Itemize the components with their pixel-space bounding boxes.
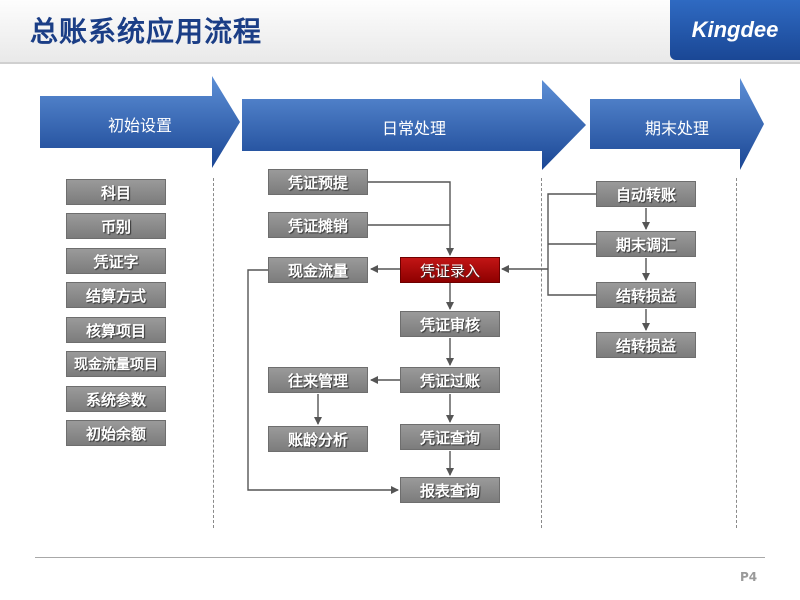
init-item-cash-flow-item[interactable]: 现金流量项目 [66,351,166,377]
arrow-shape [242,80,586,170]
voucher-post-box[interactable]: 凭证过账 [400,367,500,393]
init-item-settlement[interactable]: 结算方式 [66,282,166,308]
header-bar [0,0,800,64]
voucher-query-box[interactable]: 凭证查询 [400,424,500,450]
voucher-entry-box[interactable]: 凭证录入 [400,257,500,283]
aging-analysis-box[interactable]: 账龄分析 [268,426,368,452]
stage-label: 期末处理 [644,119,709,138]
carry-forward-pl-box[interactable]: 结转损益 [596,282,696,308]
init-item-initial-balance[interactable]: 初始余额 [66,420,166,446]
voucher-preset-box[interactable]: 凭证预提 [268,169,368,195]
page-number: P4 [740,570,758,584]
auto-transfer-box[interactable]: 自动转账 [596,181,696,207]
init-item-system-params[interactable]: 系统参数 [66,386,166,412]
stage-arrow-daily: 日常处理 [242,80,586,170]
arap-management-box[interactable]: 往来管理 [268,367,368,393]
init-item-subject[interactable]: 科目 [66,179,166,205]
voucher-amort-box[interactable]: 凭证摊销 [268,212,368,238]
init-item-voucher-word[interactable]: 凭证字 [66,248,166,274]
period-exchange-box[interactable]: 期末调汇 [596,231,696,257]
stage-label: 初始设置 [107,116,172,135]
init-item-accounting-item[interactable]: 核算项目 [66,317,166,343]
divider-line [213,178,214,528]
report-query-box[interactable]: 报表查询 [400,477,500,503]
kingdee-logo: Kingdee [670,0,800,60]
cash-flow-box[interactable]: 现金流量 [268,257,368,283]
init-item-currency[interactable]: 币别 [66,213,166,239]
stage-arrow-init: 初始设置 [40,76,240,168]
divider-line [541,178,542,528]
page-title: 总账系统应用流程 [30,15,263,48]
voucher-audit-box[interactable]: 凭证审核 [400,311,500,337]
divider-line [736,178,737,528]
arrow-shape [590,78,764,170]
carry-forward-pl-box-2[interactable]: 结转损益 [596,332,696,358]
stage-arrow-period-end: 期末处理 [590,78,764,170]
arrow-shape [40,76,240,168]
footer-divider [35,557,765,558]
stage-label: 日常处理 [381,119,446,138]
